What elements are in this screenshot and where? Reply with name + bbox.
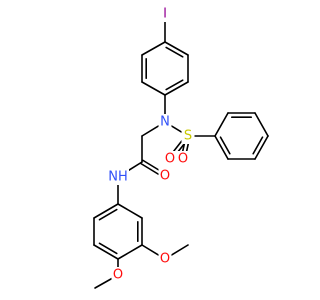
- sulfur-atom-label: S: [184, 129, 192, 144]
- amide-nh-label: NH: [108, 170, 128, 185]
- aromatic-bond-line: [164, 81, 189, 96]
- single-bond: [254, 112, 269, 137]
- single-bond: [141, 81, 166, 96]
- aromatic-inner-line: [98, 242, 118, 255]
- atom-label-background: [158, 114, 172, 130]
- atom-label-background: [158, 168, 172, 184]
- aromatic-inner-line: [98, 208, 118, 221]
- atom-label-background: [181, 128, 195, 144]
- methoxy-oxygen-label-1: O: [160, 252, 170, 267]
- atom-label-background: [111, 267, 125, 283]
- aromatic-bond-line: [164, 41, 189, 56]
- atom-label-background: [163, 151, 177, 167]
- sulfonamide-nitrogen-label: N: [160, 115, 170, 130]
- amide-oxygen-label: O: [160, 169, 170, 184]
- single-bond: [117, 244, 143, 260]
- single-bond: [117, 203, 143, 219]
- aromatic-bond-line: [93, 203, 119, 219]
- aromatic-bond-line: [254, 135, 269, 160]
- aromatic-inner-line: [219, 136, 231, 155]
- aromatic-inner-line: [165, 79, 184, 91]
- sulfonyl-oxygen-label-1: O: [165, 152, 175, 167]
- atom-label-background: [107, 169, 129, 185]
- single-bond: [141, 41, 166, 56]
- sulfonyl-oxygen-label-2: O: [178, 152, 188, 167]
- aromatic-inner-line: [252, 136, 264, 155]
- methoxy-oxygen-label-2: O: [113, 268, 123, 283]
- atom-label-background: [176, 151, 190, 167]
- aromatic-inner-line: [165, 46, 184, 58]
- aromatic-bond-line: [93, 244, 119, 260]
- atom-label-background: [158, 251, 172, 267]
- aromatic-bond-line: [214, 135, 229, 160]
- atom-label-background: [158, 6, 172, 22]
- iodine-atom-label: I: [163, 7, 167, 22]
- single-bond: [214, 112, 229, 137]
